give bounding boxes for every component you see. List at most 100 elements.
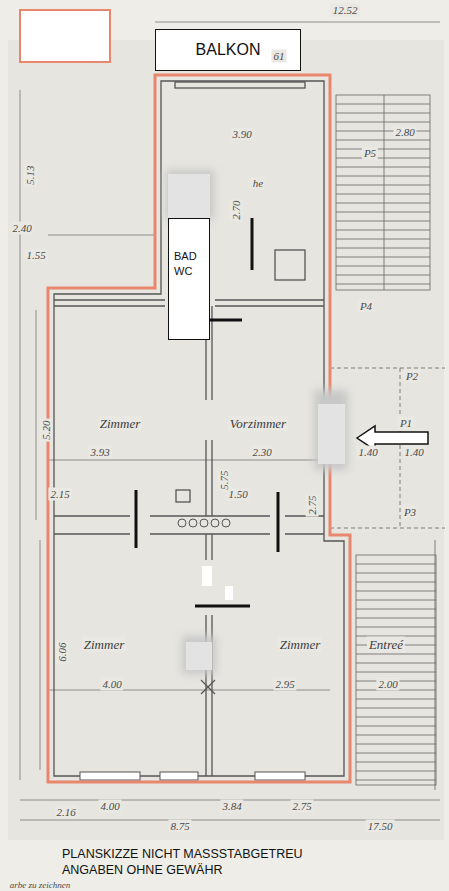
cover-patch	[202, 566, 212, 586]
cover-patch	[168, 174, 210, 218]
wall	[150, 533, 270, 534]
blur-patch	[314, 390, 348, 470]
dimension-label: 2.40	[10, 222, 33, 235]
stair-tread	[336, 167, 430, 168]
dimension-label: 4.00	[100, 678, 123, 691]
blur-patches	[166, 170, 348, 674]
stair-tread	[356, 762, 436, 763]
stair-tread	[336, 194, 430, 195]
window	[160, 772, 198, 780]
marks	[136, 218, 278, 606]
stair-tread	[356, 564, 436, 565]
stair-tread	[356, 708, 436, 709]
dimension-label: P2	[404, 370, 420, 383]
stair-tread	[336, 122, 430, 123]
scan-ground	[8, 40, 444, 840]
dim-line	[48, 460, 330, 461]
inner-wall	[54, 81, 344, 776]
disclaimer-caption: PLANSKIZZE NICHT MASSSTABGETREU ANGABEN …	[62, 846, 317, 879]
chimney-flue	[189, 519, 197, 527]
stair-tread	[336, 284, 430, 285]
stair-tread	[356, 780, 436, 781]
stair-eye	[384, 95, 385, 290]
dimension-label: 2.16	[54, 806, 77, 819]
stair-tread	[336, 158, 430, 159]
dimension-label: 2.80	[393, 126, 416, 139]
dimension-label: 2.75	[306, 493, 319, 516]
dim-line	[40, 540, 41, 770]
door-mark	[277, 492, 280, 552]
dimension-label: P3	[402, 506, 418, 519]
windows	[80, 772, 305, 780]
stair-tread	[356, 726, 436, 727]
wall	[435, 540, 436, 790]
dim-line	[36, 310, 37, 520]
door-mark	[209, 319, 242, 322]
dimension-label: 12.52	[331, 4, 360, 17]
dimension-label: 2.00	[376, 678, 399, 691]
blur-patch	[182, 636, 216, 674]
shaft	[275, 250, 305, 280]
stair-tread	[356, 654, 436, 655]
stair-tread	[356, 744, 436, 745]
ceiling-mark	[201, 680, 215, 694]
dim-line	[155, 22, 440, 23]
stair-tread	[356, 699, 436, 700]
wall	[150, 515, 270, 516]
blur-patch	[166, 170, 214, 220]
dimension-label: 6.06	[56, 640, 69, 663]
stair-tread	[336, 257, 430, 258]
balcony-door	[175, 82, 305, 88]
ceiling-mark	[201, 680, 215, 694]
stair-tread	[356, 717, 436, 718]
stair-tread	[356, 582, 436, 583]
room-name: Zimmer	[278, 637, 322, 652]
window	[80, 772, 140, 780]
wall	[54, 305, 165, 306]
wall	[215, 299, 324, 300]
dim-line	[48, 235, 155, 236]
dimension-label: 1.40	[356, 446, 379, 459]
stair-tread	[336, 104, 430, 105]
cover-patch	[186, 642, 212, 670]
blank-box	[20, 10, 110, 62]
door-mark	[251, 218, 254, 270]
wall	[205, 440, 206, 516]
room-name: Entreé	[367, 637, 405, 652]
dimension-label: 4.00	[98, 800, 121, 813]
wall	[54, 515, 130, 516]
dimension-label: 5.20	[40, 418, 53, 441]
dimension-label: 3.90	[230, 128, 253, 141]
cover-patches	[168, 174, 345, 670]
chimney-flue	[211, 519, 219, 527]
wall	[205, 534, 206, 560]
dimension-label: 5.75	[218, 468, 231, 491]
stair-tread	[356, 663, 436, 664]
wall	[54, 533, 130, 534]
dimension-label: 2.75	[290, 800, 313, 813]
walls	[54, 81, 344, 776]
stair-tread	[336, 113, 430, 114]
stair-tread	[336, 239, 430, 240]
stair-tread	[336, 221, 430, 222]
dimension-label: 3.84	[220, 800, 243, 813]
chimneys	[178, 519, 230, 527]
dimension-label: 61	[272, 50, 287, 63]
dimension-label: 17.50	[366, 820, 395, 833]
wall	[211, 534, 212, 560]
stair-tread	[356, 735, 436, 736]
landing-line	[330, 528, 445, 529]
room-name: Zimmer	[82, 637, 126, 652]
dim-line	[20, 90, 21, 780]
door-mark	[135, 490, 138, 548]
landing-line	[330, 368, 445, 369]
room-label: BAD WC	[174, 249, 205, 279]
dimension-lines	[20, 22, 440, 820]
window	[255, 772, 305, 780]
stair-tread	[336, 248, 430, 249]
stair-tread	[356, 753, 436, 754]
stair-tread	[336, 140, 430, 141]
